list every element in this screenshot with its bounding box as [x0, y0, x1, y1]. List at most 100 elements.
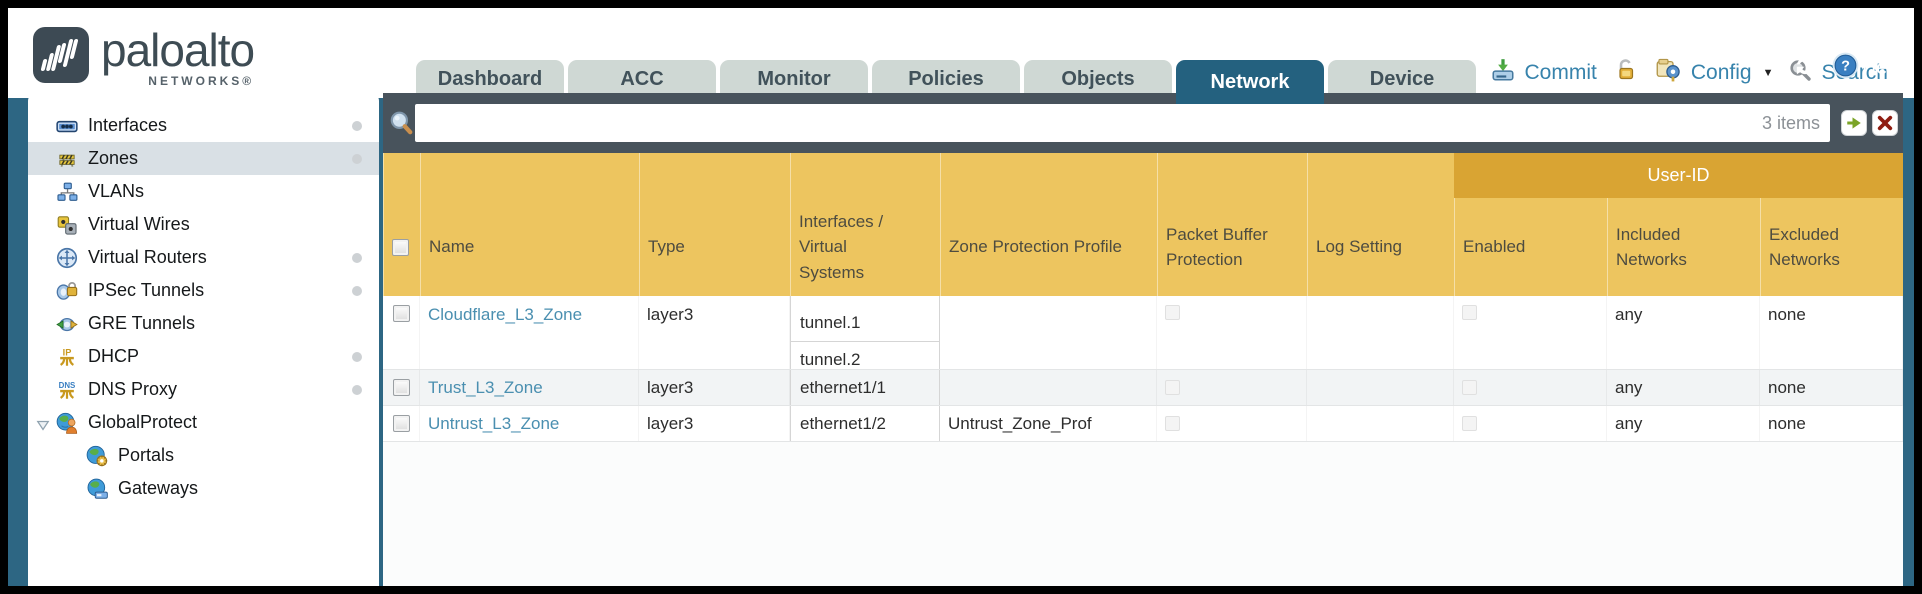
row-select-checkbox[interactable]	[392, 415, 410, 432]
packet-buffer-protection-checkbox[interactable]	[1165, 305, 1180, 320]
sidebar-item-label: GRE Tunnels	[88, 313, 196, 333]
lock-icon[interactable]	[1614, 58, 1638, 88]
sidebar-item-virtual-wires[interactable]: Virtual Wires	[28, 208, 379, 241]
refresh-icon[interactable]	[1792, 53, 1818, 85]
status-dot	[352, 120, 362, 131]
status-dot	[352, 351, 362, 362]
interface-entry: tunnel.1	[800, 313, 861, 332]
brand-logo: paloalto NETWORKS®	[33, 24, 255, 88]
filter-toolbar: 3 items	[383, 93, 1903, 153]
column-header-name[interactable]: Name	[420, 153, 639, 296]
user-id-enabled-checkbox[interactable]	[1462, 380, 1477, 395]
commit-button[interactable]: Commit	[1524, 60, 1597, 84]
user-id-enabled-cell	[1454, 406, 1607, 441]
column-header-zone-protection-profile[interactable]: Zone Protection Profile	[940, 153, 1157, 296]
dhcp-icon: IP	[56, 346, 78, 368]
column-header-included-networks[interactable]: Included Networks	[1607, 153, 1760, 296]
column-header-type[interactable]: Type	[639, 153, 790, 296]
zone-name-link[interactable]: Cloudflare_L3_Zone	[428, 305, 583, 324]
tab-dashboard[interactable]: Dashboard	[416, 60, 564, 98]
excluded-networks-cell: none	[1760, 406, 1903, 441]
user-id-group-header: User-ID	[1454, 153, 1903, 198]
column-header-interfaces-virtual-systems[interactable]: Interfaces / Virtual Systems	[790, 153, 940, 296]
zone-name-link[interactable]: Untrust_L3_Zone	[428, 413, 560, 433]
table-row: Untrust_L3_Zone layer3 ethernet1/2 Untrust_…	[383, 406, 1903, 442]
sidebar-item-gre-tunnels[interactable]: GRE Tunnels	[28, 307, 379, 340]
column-header-excluded-networks[interactable]: Excluded Networks	[1760, 153, 1903, 296]
sidebar-item-ipsec-tunnels[interactable]: IPSec Tunnels	[28, 274, 379, 307]
column-header-log-setting[interactable]: Log Setting	[1307, 153, 1454, 296]
sidebar-item-interfaces[interactable]: Interfaces	[28, 109, 379, 142]
virtual-routers-icon	[56, 247, 78, 269]
interface-entry: ethernet1/2	[800, 414, 887, 433]
zone-interfaces-cell: ethernet1/2	[790, 406, 940, 441]
expander-triangle-icon[interactable]	[36, 416, 50, 431]
excluded-networks-cell: none	[1760, 296, 1903, 369]
virtual-wires-icon	[56, 214, 78, 236]
sidebar-item-label: Virtual Wires	[88, 214, 190, 234]
tab-acc[interactable]: ACC	[568, 60, 716, 98]
zone-interfaces-cell: ethernet1/1	[790, 370, 940, 405]
help-icon[interactable]: ?	[1832, 52, 1859, 85]
sidebar-item-label: GlobalProtect	[88, 412, 198, 432]
gateways-icon	[86, 478, 108, 500]
sidebar-item-label: Gateways	[118, 478, 199, 498]
zone-protection-profile-cell: Untrust_Zone_Prof	[940, 406, 1157, 441]
zone-type-cell: layer3	[639, 296, 790, 369]
zone-type-cell: layer3	[639, 370, 790, 405]
sidebar-item-label: Virtual Routers	[88, 247, 207, 267]
sidebar-item-portals[interactable]: Portals	[28, 439, 379, 472]
sidebar-item-label: Zones	[88, 148, 139, 168]
tab-network[interactable]: Network	[1176, 60, 1324, 104]
user-id-enabled-checkbox[interactable]	[1462, 305, 1477, 320]
commit-icon	[1490, 57, 1516, 89]
packet-buffer-protection-checkbox[interactable]	[1165, 380, 1180, 395]
zone-name-link[interactable]: Trust_L3_Zone	[428, 377, 543, 397]
sidebar-item-gateways[interactable]: Gateways	[28, 472, 379, 505]
column-header-packet-buffer-protection[interactable]: Packet Buffer Protection	[1157, 153, 1307, 296]
row-select-checkbox[interactable]	[392, 305, 410, 322]
select-all-checkbox[interactable]	[392, 238, 409, 256]
vlans-icon	[56, 181, 78, 203]
help-label[interactable]: Help	[1861, 57, 1903, 79]
user-id-enabled-checkbox[interactable]	[1462, 416, 1477, 431]
tab-policies[interactable]: Policies	[872, 60, 1020, 98]
config-menu-button[interactable]: Config	[1690, 60, 1752, 84]
portals-icon	[86, 445, 108, 467]
tab-device[interactable]: Device	[1328, 60, 1476, 98]
packet-buffer-protection-cell	[1157, 370, 1307, 405]
filter-search-icon	[388, 110, 414, 136]
zone-type-cell: layer3	[639, 406, 790, 441]
column-header-enabled[interactable]: Enabled	[1454, 153, 1607, 296]
config-icon	[1655, 56, 1682, 89]
svg-text:?: ?	[1841, 59, 1850, 75]
packet-buffer-protection-checkbox[interactable]	[1165, 416, 1180, 431]
sidebar-item-globalprotect[interactable]: GlobalProtect	[28, 406, 379, 439]
sidebar-item-zones[interactable]: Zones	[28, 142, 379, 175]
row-select-checkbox[interactable]	[392, 379, 410, 396]
sidebar-item-virtual-routers[interactable]: Virtual Routers	[28, 241, 379, 274]
status-dot	[352, 252, 362, 263]
clear-filter-button[interactable]	[1872, 110, 1898, 136]
sidebar-item-label: Portals	[118, 445, 175, 465]
apply-filter-button[interactable]	[1841, 110, 1867, 136]
filter-input[interactable]	[415, 104, 1830, 142]
zones-icon	[56, 148, 78, 170]
interface-entry: ethernet1/1	[800, 378, 887, 397]
status-dot	[352, 384, 362, 395]
status-dot	[352, 285, 362, 296]
sidebar-item-vlans[interactable]: VLANs	[28, 175, 379, 208]
sidebar-item-label: DHCP	[88, 346, 140, 366]
zone-protection-profile-cell	[940, 296, 1157, 369]
excluded-networks-cell: none	[1760, 370, 1903, 405]
sidebar-item-dhcp[interactable]: IP DHCP	[28, 340, 379, 373]
tab-monitor[interactable]: Monitor	[720, 60, 868, 98]
tab-objects[interactable]: Objects	[1024, 60, 1172, 98]
